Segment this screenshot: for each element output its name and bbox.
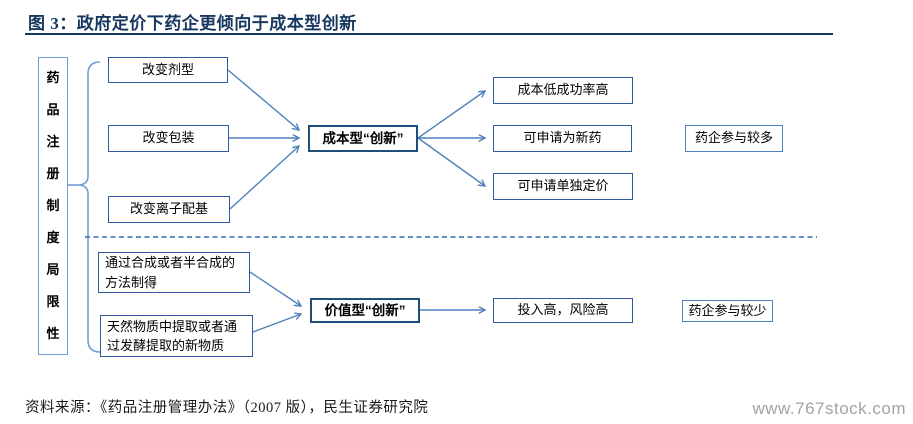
- input-box-change-dosage-form: 改变剂型: [108, 57, 228, 83]
- input-box-change-ion-ligand: 改变离子配基: [108, 196, 230, 223]
- source-note: 资料来源：《药品注册管理办法》（2007 版），民生证券研究院: [25, 400, 429, 416]
- input-box-synthesis-method: 通过合成或者半合成的方法制得: [98, 252, 250, 293]
- input-box-change-packaging: 改变包装: [108, 125, 229, 152]
- title-underline: [25, 33, 833, 35]
- outcome-box-apply-as-new-drug: 可申请为新药: [493, 125, 632, 152]
- hub-box-value-innovation: 价值型“创新”: [310, 298, 420, 323]
- outcome-box-low-cost-high-success: 成本低成功率高: [493, 77, 633, 104]
- result-box-less-participation: 药企参与较少: [682, 300, 773, 322]
- side-constraint-label: 药品注册制度局限性: [46, 70, 60, 341]
- side-constraint-box: 药品注册制度局限性: [38, 57, 68, 355]
- input-box-natural-extraction: 天然物质中提取或者通过发酵提取的新物质: [100, 315, 253, 357]
- watermark-url: www.767stock.com: [752, 399, 906, 418]
- result-box-more-participation: 药企参与较多: [685, 125, 783, 152]
- figure-title: 图 3：政府定价下药企更倾向于成本型创新: [28, 14, 357, 33]
- hub-box-cost-innovation: 成本型“创新”: [308, 125, 418, 152]
- outcome-box-high-investment-risk: 投入高，风险高: [493, 298, 633, 323]
- outcome-box-separate-pricing: 可申请单独定价: [493, 173, 633, 200]
- group-brace: [77, 61, 101, 353]
